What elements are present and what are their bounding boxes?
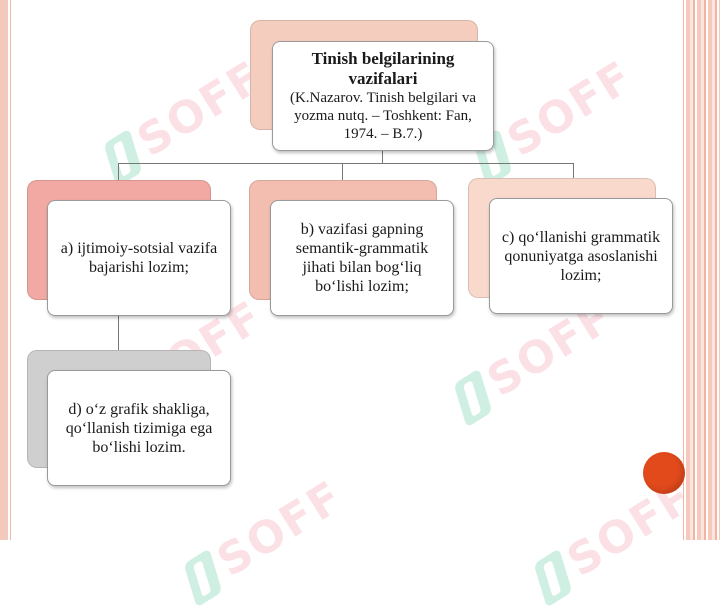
accent-circle	[643, 452, 685, 494]
watermark: SOFF	[176, 471, 352, 608]
connector-horizontal	[118, 163, 573, 164]
node-a-text: a) ijtimoiy-sotsial vazifa bajarishi loz…	[60, 240, 218, 276]
slide-frame-left	[0, 0, 8, 540]
node-d: d) o‘z grafik shakliga, qo‘llanish tizim…	[47, 370, 231, 486]
slide-frame-left-line	[10, 0, 11, 540]
root-source: (K.Nazarov. Tinish belgilari va yozma nu…	[289, 90, 477, 142]
watermark-logo-icon	[533, 547, 573, 608]
connector-root-down	[382, 150, 383, 164]
watermark-logo-icon	[103, 127, 143, 188]
connector-to-a	[118, 163, 119, 180]
node-b-text: b) vazifasi gapning semantik-grammatik j…	[295, 221, 429, 295]
node-b: b) vazifasi gapning semantik-grammatik j…	[270, 200, 454, 316]
node-a: a) ijtimoiy-sotsial vazifa bajarishi loz…	[47, 200, 231, 316]
node-d-text: d) o‘z grafik shakliga, qo‘llanish tizim…	[65, 400, 213, 456]
root-title: Tinish belgilarining vazifalari	[311, 49, 455, 88]
connector-to-b	[342, 163, 343, 180]
watermark: SOFF	[96, 51, 272, 188]
watermark-logo-icon	[453, 367, 493, 428]
slide-frame-right-line	[683, 0, 684, 540]
node-c-text: c) qo‘llanishi grammatik qonuniyatga aso…	[501, 228, 661, 284]
slide-frame-right-stripes	[686, 0, 720, 540]
connector-to-c	[573, 163, 574, 180]
watermark: SOFF	[526, 471, 702, 608]
node-c: c) qo‘llanishi grammatik qonuniyatga aso…	[489, 198, 673, 314]
root-node: Tinish belgilarining vazifalari (K.Nazar…	[272, 41, 494, 151]
connector-a-to-d	[118, 315, 119, 350]
watermark-logo-icon	[183, 547, 223, 608]
